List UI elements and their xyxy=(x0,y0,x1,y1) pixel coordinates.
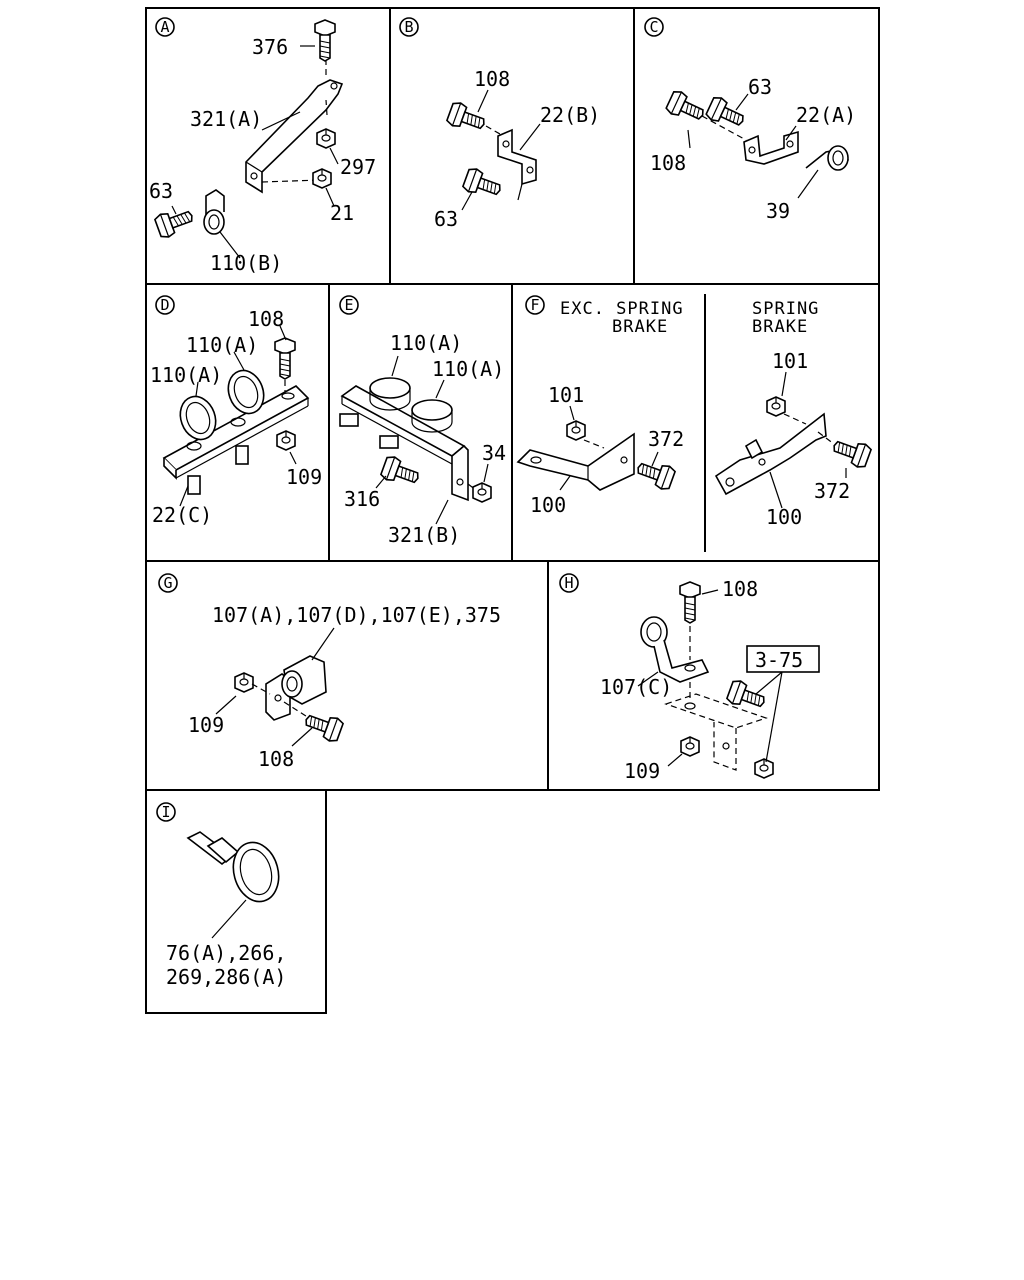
label-22a: 22(A) xyxy=(796,103,856,127)
label-100-left: 100 xyxy=(530,493,566,517)
note-spring: SPRING xyxy=(752,299,819,319)
panel-g-id: G xyxy=(163,574,172,592)
label-63-b: 63 xyxy=(434,207,458,231)
panel-h-id: H xyxy=(564,574,573,592)
panel-i: I 76(A),266, 269,286(A) xyxy=(156,802,286,989)
label-22b: 22(B) xyxy=(540,103,600,127)
label-107-group: 107(A),107(D),107(E),375 xyxy=(212,603,501,627)
label-100-right: 100 xyxy=(766,505,802,529)
label-108-d: 108 xyxy=(248,307,284,331)
panel-b-id: B xyxy=(404,18,413,36)
note-exc-spring: EXC. SPRING xyxy=(560,299,684,319)
label-76a-group: 76(A),266, xyxy=(166,941,286,965)
panel-d: D 108 110(A) 110(A) 109 22(C) xyxy=(150,295,322,527)
panel-b: B 108 22(B) 63 xyxy=(399,17,600,231)
panel-frames xyxy=(145,7,880,1014)
label-109-g: 109 xyxy=(188,713,224,737)
label-22c: 22(C) xyxy=(152,503,212,527)
label-109-h: 109 xyxy=(624,759,660,783)
panel-c-id: C xyxy=(649,18,658,36)
label-297: 297 xyxy=(340,155,376,179)
label-372-right: 372 xyxy=(814,479,850,503)
panel-c: C 63 22(A) 108 39 xyxy=(644,17,856,223)
label-269-group: 269,286(A) xyxy=(166,965,286,989)
panel-h: H 108 3-75 107(C) 109 xyxy=(559,573,820,783)
label-110a-d1: 110(A) xyxy=(186,333,258,357)
label-108-h: 108 xyxy=(722,577,758,601)
label-110a-e2: 110(A) xyxy=(432,357,504,381)
label-39: 39 xyxy=(766,199,790,223)
label-101-left: 101 xyxy=(548,383,584,407)
panel-a-id: A xyxy=(160,18,169,36)
label-109-d: 109 xyxy=(286,465,322,489)
label-107c: 107(C) xyxy=(600,675,672,699)
label-108-g: 108 xyxy=(258,747,294,771)
label-110b: 110(B) xyxy=(210,251,282,275)
panel-g: G 107(A),107(D),107(E),375 109 108 xyxy=(158,573,501,771)
panel-e: E 110(A) 110(A) 34 316 321(B) xyxy=(339,295,506,547)
panel-f-id: F xyxy=(530,296,539,314)
label-108-c: 108 xyxy=(650,151,686,175)
label-316: 316 xyxy=(344,487,380,511)
label-21: 21 xyxy=(330,201,354,225)
label-321b: 321(B) xyxy=(388,523,460,547)
panel-d-id: D xyxy=(160,296,169,314)
panel-i-id: I xyxy=(161,803,170,821)
label-376: 376 xyxy=(252,35,288,59)
note-brake: BRAKE xyxy=(752,317,808,337)
label-110a-e1: 110(A) xyxy=(390,331,462,355)
label-108-b: 108 xyxy=(474,67,510,91)
ref-box-3-75: 3-75 xyxy=(755,648,803,672)
label-34: 34 xyxy=(482,441,506,465)
label-101-right: 101 xyxy=(772,349,808,373)
panel-e-id: E xyxy=(344,296,353,314)
label-110a-d2: 110(A) xyxy=(150,363,222,387)
label-63-a: 63 xyxy=(149,179,173,203)
label-63-c: 63 xyxy=(748,75,772,99)
note-exc-brake: BRAKE xyxy=(612,317,668,337)
label-321a: 321(A) xyxy=(190,107,262,131)
panel-a: A 376 321(A) 297 63 21 110(B) xyxy=(149,17,376,275)
panel-f: F EXC. SPRING BRAKE SPRING BRAKE 101 372… xyxy=(516,295,873,529)
label-372-left: 372 xyxy=(648,427,684,451)
